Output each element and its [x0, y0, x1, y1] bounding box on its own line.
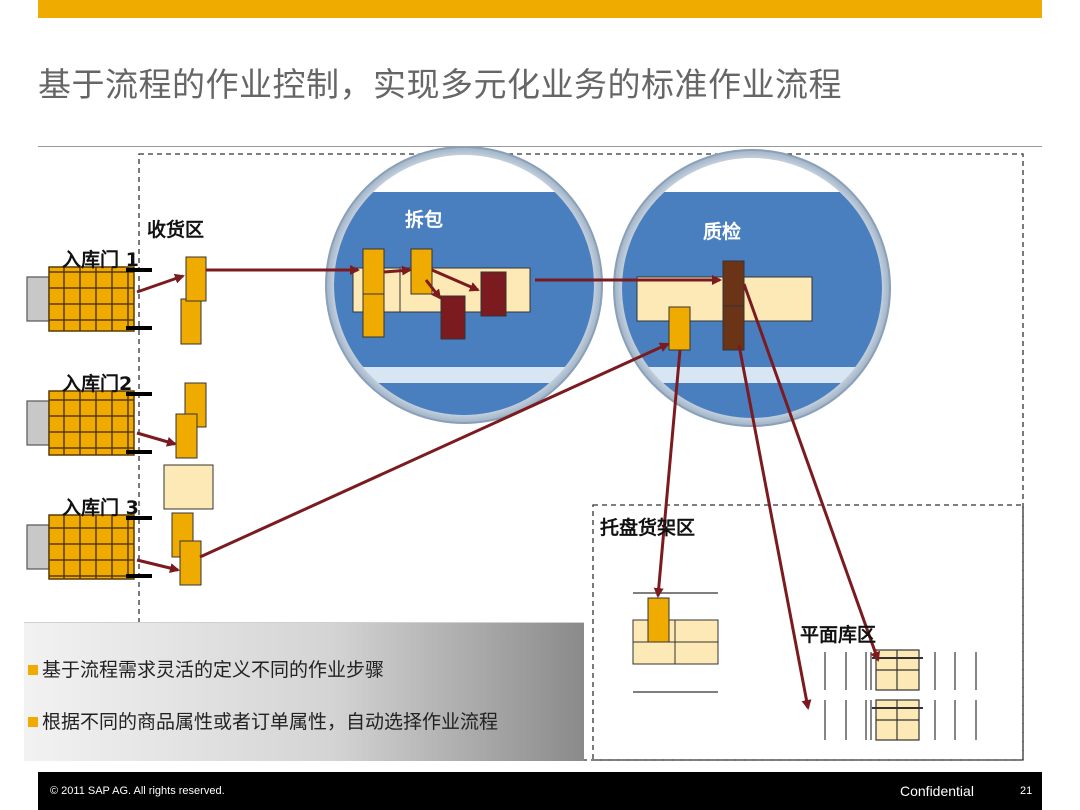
warehouse-flow-diagram [26, 146, 1024, 761]
door3-label: 入库门 3 [62, 497, 139, 519]
bullet-text: 基于流程需求灵活的定义不同的作业步骤 [42, 659, 385, 681]
storage-zone-border [592, 504, 1024, 761]
bullet-square-icon [28, 665, 38, 675]
unpack-label: 拆包 [405, 209, 444, 231]
floor-storage [824, 649, 977, 741]
page-number: 21 [1020, 785, 1033, 797]
truck-door-1 [26, 266, 152, 332]
pallet-rack-area-label: 托盘货架区 [600, 517, 696, 539]
door1-label: 入库门 1 [62, 249, 139, 271]
bullet-item: 基于流程需求灵活的定义不同的作业步骤 [28, 655, 384, 682]
bullet-square-icon [28, 717, 38, 727]
receiving-boxes [163, 256, 214, 586]
bullet-text: 根据不同的商品属性或者订单属性，自动选择作业流程 [42, 711, 499, 733]
footer-confidential: Confidential [900, 783, 974, 799]
receiving-zone-border [138, 153, 1024, 761]
footer-bar: © 2011 SAP AG. All rights reserved. Conf… [38, 772, 1042, 810]
truck-door-2 [26, 390, 152, 456]
door2-label: 入库门2 [62, 373, 133, 395]
quality-check-magnifier [613, 149, 891, 427]
truck-door-3 [26, 514, 152, 580]
floor-storage-area-label: 平面库区 [800, 624, 877, 646]
pallet-rack [632, 592, 719, 693]
title-divider [38, 146, 1042, 147]
bullet-item: 根据不同的商品属性或者订单属性，自动选择作业流程 [28, 707, 498, 734]
flow-arrows [136, 265, 881, 710]
top-accent-bar [38, 0, 1042, 18]
quality-check-label: 质检 [703, 221, 742, 243]
footer-copyright: © 2011 SAP AG. All rights reserved. [50, 785, 225, 797]
bullet-panel: 基于流程需求灵活的定义不同的作业步骤 根据不同的商品属性或者订单属性，自动选择作… [24, 622, 584, 761]
receiving-area-label: 收货区 [147, 219, 205, 241]
slide-title: 基于流程的作业控制，实现多元化业务的标准作业流程 [38, 65, 842, 104]
